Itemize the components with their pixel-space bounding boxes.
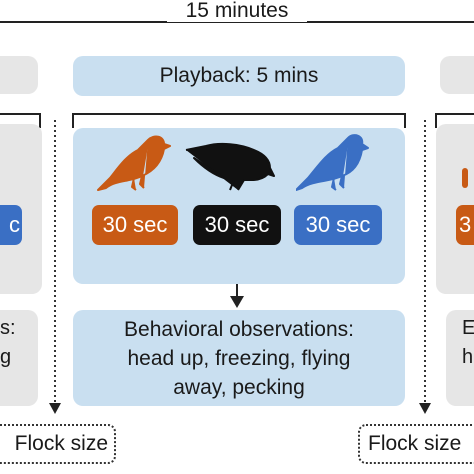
observation-line-2: head up, freezing, flying — [127, 346, 351, 370]
clip-black: 30 sec — [193, 205, 281, 245]
left-observation-box — [0, 310, 38, 406]
timeline-label: 15 minutes — [167, 0, 307, 22]
left-obs-fragment-1: s: — [0, 317, 16, 339]
left-flock-size: Flock size — [0, 424, 116, 464]
orange-bird-icon — [97, 135, 171, 191]
right-playback-box — [440, 56, 474, 94]
right-clip-fragment: 3 — [456, 205, 474, 245]
right-flock-size: Flock size — [358, 424, 474, 464]
left-playback-box — [0, 56, 38, 94]
playback-bracket — [72, 113, 406, 128]
observation-box: Behavioral observations: head up, freezi… — [73, 310, 405, 406]
left-obs-fragment-2: g — [0, 346, 12, 368]
right-obs-fragment-1: E — [462, 317, 474, 339]
observation-line-3: away, pecking — [173, 375, 305, 399]
clip-orange: 30 sec — [92, 205, 178, 245]
observation-title: Behavioral observations: — [124, 317, 354, 341]
left-clip-fragment: c — [0, 205, 22, 245]
right-observation-box — [446, 310, 474, 406]
black-bird-icon — [185, 142, 275, 191]
blue-bird-icon — [296, 134, 369, 191]
right-bracket — [435, 113, 474, 128]
clip-blue: 30 sec — [294, 205, 382, 245]
right-bird-fragment-icon — [462, 168, 468, 188]
playback-box: Playback: 5 mins — [73, 56, 405, 96]
right-obs-fragment-2: h — [462, 346, 474, 368]
left-bracket — [0, 113, 41, 128]
